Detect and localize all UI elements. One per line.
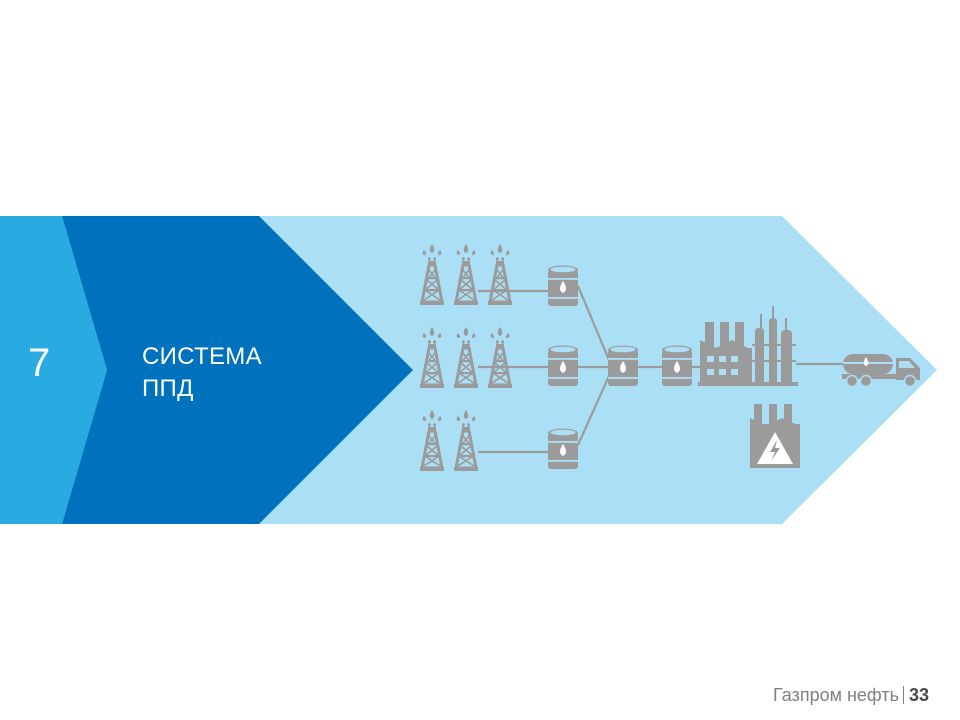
oil-barrel-icon <box>662 345 692 386</box>
oil-barrel-icon <box>548 428 578 469</box>
section-title-line-1: СИСТЕМА <box>142 343 262 370</box>
oil-barrel-icon <box>608 345 638 386</box>
oil-barrel-icon <box>548 345 578 386</box>
title-chevron <box>62 216 413 524</box>
power-plant-icon <box>750 404 800 468</box>
number-band <box>0 216 107 524</box>
company-name: Газпром нефть <box>773 685 899 705</box>
pipeline-lines <box>478 285 845 454</box>
section-number: 7 <box>28 341 51 385</box>
section-title-line-2: ППД <box>142 375 194 402</box>
factory-icon <box>698 306 798 386</box>
oil-barrel-icon <box>548 265 578 306</box>
page-number: 33 <box>908 685 929 705</box>
section-title: СИСТЕМА ППД <box>142 341 262 405</box>
footer: Газпром нефть 33 <box>773 684 929 706</box>
oil-truck-icon <box>842 354 920 388</box>
footer-divider <box>902 686 904 704</box>
